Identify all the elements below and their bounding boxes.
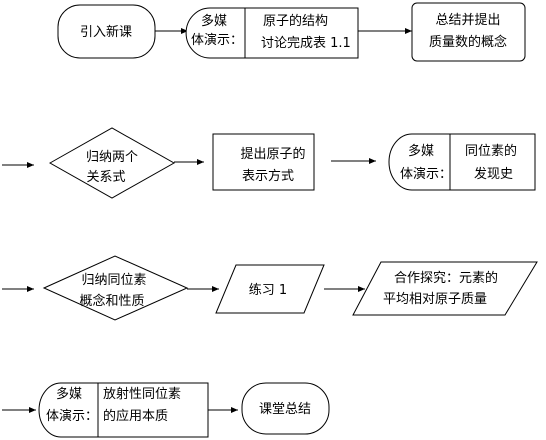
atom-structure-line2: 讨论完成表 1.1 bbox=[261, 36, 351, 51]
intro-new-lesson-node: 引入新课 bbox=[57, 4, 156, 59]
multimedia-demo-node-2: 多媒 体演示： 同位素的 发现史 bbox=[388, 133, 536, 191]
mass-number-line2: 质量数的概念 bbox=[429, 34, 507, 50]
two-relations-line1: 归纳两个 bbox=[86, 150, 138, 165]
mass-number-line1: 总结并提出 bbox=[435, 12, 500, 28]
multimedia-2-line2: 体演示： bbox=[400, 166, 452, 182]
atom-notation-line2: 表示方式 bbox=[242, 168, 294, 184]
atom-notation-line1: 提出原子的 bbox=[240, 146, 305, 162]
multimedia-1-line1: 多媒 bbox=[201, 13, 227, 29]
atom-notation-node: 提出原子的 表示方式 bbox=[212, 133, 315, 191]
cooperative-inquiry-line2: 平均相对原子质量 bbox=[383, 292, 487, 307]
isotope-history-line1: 同位素的 bbox=[465, 143, 517, 159]
multimedia-1-line2: 体演示： bbox=[191, 32, 243, 48]
lesson-summary-node: 课堂总结 bbox=[241, 382, 330, 435]
intro-new-lesson-label: 引入新课 bbox=[80, 24, 132, 40]
isotope-history-line2: 发现史 bbox=[474, 166, 513, 182]
radioactive-isotope-line1: 放射性同位素 bbox=[103, 386, 181, 402]
exercise-label: 练习 1 bbox=[249, 283, 287, 298]
cooperative-inquiry-node: 合作探究：元素的 平均相对原子质量 bbox=[352, 261, 538, 316]
cooperative-inquiry-line1: 合作探究：元素的 bbox=[394, 270, 498, 286]
multimedia-demo-node-3: 多媒 体演示： 放射性同位素 的应用本质 bbox=[38, 382, 209, 438]
isotope-concept-node: 归纳同位素 概念和性质 bbox=[42, 255, 189, 321]
multimedia-2-line1: 多媒 bbox=[408, 143, 434, 159]
mass-number-concept-node: 总结并提出 质量数的概念 bbox=[411, 2, 526, 62]
radioactive-isotope-line2: 的应用本质 bbox=[103, 408, 168, 424]
isotope-concept-line2: 概念和性质 bbox=[79, 293, 144, 309]
multimedia-3-line2: 体演示： bbox=[46, 408, 98, 424]
two-relations-node: 归纳两个 关系式 bbox=[48, 127, 176, 199]
multimedia-demo-node-1: 多媒 体演示： 原子的结构 讨论完成表 1.1 bbox=[185, 7, 359, 59]
isotope-concept-line1: 归纳同位素 bbox=[81, 273, 146, 288]
exercise-node: 练习 1 bbox=[215, 264, 325, 314]
multimedia-3-line1: 多媒 bbox=[56, 386, 82, 402]
lesson-summary-label: 课堂总结 bbox=[259, 402, 311, 417]
atom-structure-line1: 原子的结构 bbox=[263, 13, 328, 29]
two-relations-line2: 关系式 bbox=[86, 170, 125, 185]
